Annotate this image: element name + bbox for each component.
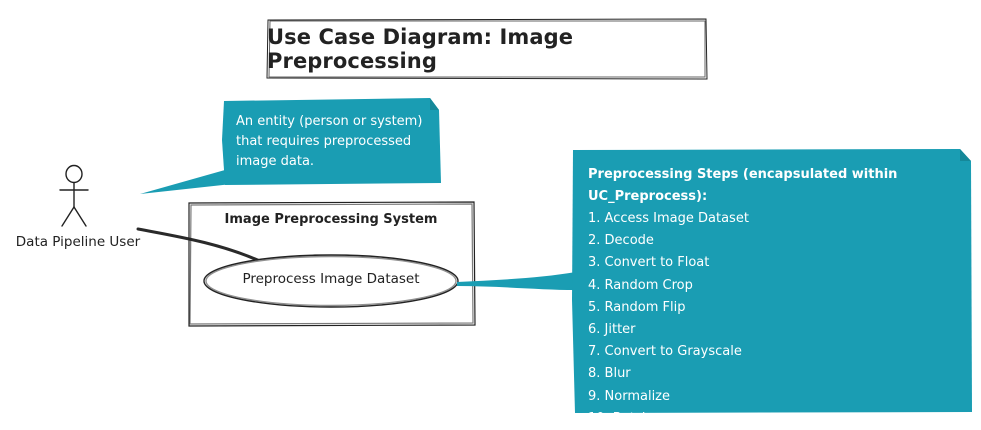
actor-label: Data Pipeline User bbox=[15, 234, 141, 250]
actor-note-text: An entity (person or system) that requir… bbox=[236, 112, 434, 172]
steps-note-fold bbox=[960, 149, 971, 161]
step-item: 7. Convert to Grayscale bbox=[588, 344, 742, 360]
step-item: 3. Convert to Float bbox=[588, 255, 710, 271]
actor-note-line: An entity (person or system) bbox=[236, 114, 423, 129]
step-item: 4. Random Crop bbox=[588, 277, 693, 293]
system-boundary bbox=[188, 201, 476, 327]
step-item: 2. Decode bbox=[588, 233, 654, 249]
steps-note-heading: Preprocessing Steps (encapsulated within… bbox=[588, 167, 898, 204]
actor-note-shape bbox=[222, 98, 441, 185]
step-item: 6. Jitter bbox=[588, 322, 636, 338]
step-item: 10. Batch bbox=[588, 410, 651, 426]
diagram-title: Use Case Diagram: Image Preprocessing bbox=[267, 25, 574, 73]
use-case-label: Preprocess Image Dataset bbox=[242, 271, 420, 287]
use-case-ellipse bbox=[203, 254, 459, 308]
step-item: 1. Access Image Dataset bbox=[588, 211, 749, 226]
steps-list: 1. Access Image Dataset 2. Decode 3. Con… bbox=[588, 208, 958, 430]
association-line bbox=[136, 227, 264, 264]
steps-note-text: Preprocessing Steps (encapsulated within… bbox=[588, 164, 958, 430]
system-title: Image Preprocessing System bbox=[224, 212, 438, 227]
title-box bbox=[266, 18, 708, 80]
actor-note-connector bbox=[140, 168, 232, 194]
steps-note-shape bbox=[572, 149, 972, 413]
actor-note-line: that requires preprocessed bbox=[236, 134, 412, 149]
step-item: 5. Random Flip bbox=[588, 299, 686, 315]
step-item: 8. Blur bbox=[588, 366, 631, 382]
actor-figure bbox=[59, 164, 89, 227]
steps-note-connector bbox=[457, 272, 576, 290]
actor-note-line: image data. bbox=[236, 154, 315, 169]
step-item: 9. Normalize bbox=[588, 388, 671, 404]
actor-note-fold bbox=[430, 98, 439, 110]
